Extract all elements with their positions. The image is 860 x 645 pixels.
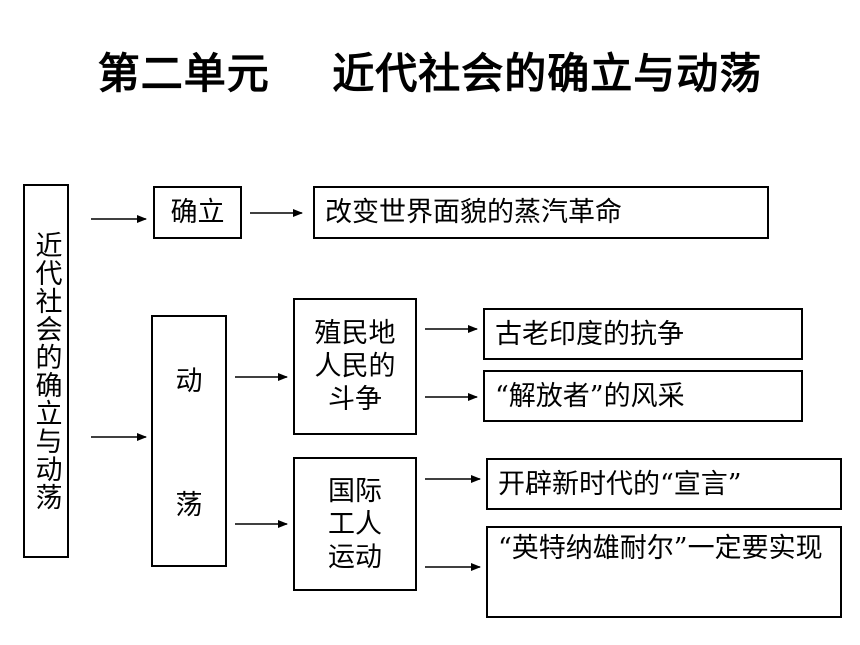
root-label: 近代社会的确立与动荡 (30, 231, 62, 511)
manifesto-label: 开辟新时代的“宣言” (498, 468, 742, 500)
page-title: 第二单元 近代社会的确立与动荡 (97, 49, 763, 98)
turmoil-label-top: 动 (175, 366, 203, 397)
turmoil-node: 动 荡 (151, 315, 227, 567)
establish-node: 确立 (153, 186, 242, 239)
steam-revolution-node: 改变世界面貌的蒸汽革命 (313, 186, 769, 239)
colonial-line-1: 殖民地 (314, 318, 396, 349)
root-node: 近代社会的确立与动荡 (23, 184, 69, 558)
turmoil-label-bottom: 荡 (175, 490, 203, 521)
labor-line-1: 国际 (328, 475, 382, 507)
colonial-line-3: 斗争 (328, 384, 382, 415)
labor-movement-node: 国际 工人 运动 (293, 457, 417, 591)
colonial-line-2: 人民的 (314, 351, 396, 382)
labor-line-3: 运动 (328, 541, 382, 573)
india-resistance-node: 古老印度的抗争 (483, 308, 803, 360)
india-resistance-label: 古老印度的抗争 (495, 318, 684, 350)
colonial-struggle-node: 殖民地 人民的 斗争 (293, 298, 417, 435)
manifesto-node: 开辟新时代的“宣言” (486, 458, 842, 510)
internationale-node: “英特纳雄耐尔”一定要实现 (486, 526, 842, 618)
labor-line-2: 工人 (328, 508, 382, 540)
steam-revolution-label: 改变世界面貌的蒸汽革命 (325, 197, 622, 228)
liberator-node: “解放者”的风采 (483, 370, 803, 422)
internationale-label: “英特纳雄耐尔”一定要实现 (498, 533, 823, 564)
establish-label: 确立 (170, 197, 225, 228)
liberator-label: “解放者”的风采 (495, 380, 685, 412)
